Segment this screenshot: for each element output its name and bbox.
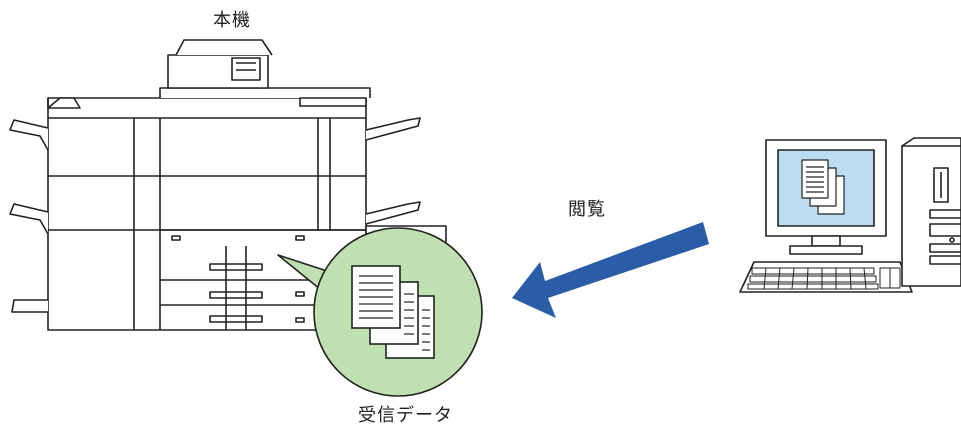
view-label: 閲覧 xyxy=(568,199,606,220)
received-data-label: 受信データ xyxy=(358,405,453,426)
multifunction-printer-icon xyxy=(9,39,447,331)
arrow-left-down-icon xyxy=(512,222,709,318)
machine-label: 本機 xyxy=(213,10,251,31)
desktop-computer-icon xyxy=(739,137,961,293)
stacked-documents-icon xyxy=(351,265,435,359)
